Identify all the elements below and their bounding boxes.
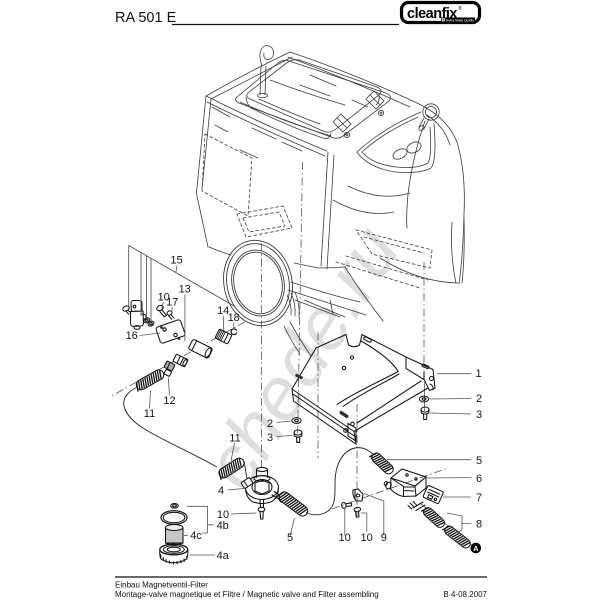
svg-text:14: 14 xyxy=(217,305,229,317)
svg-text:11: 11 xyxy=(229,433,240,445)
svg-text:4: 4 xyxy=(218,485,224,497)
svg-text:10: 10 xyxy=(217,509,229,521)
svg-text:4a: 4a xyxy=(217,550,230,562)
svg-text:6: 6 xyxy=(476,473,482,485)
svg-text:12: 12 xyxy=(163,395,175,407)
svg-text:2: 2 xyxy=(476,393,482,405)
svg-text:Swiss Made Quality: Swiss Made Quality xyxy=(446,19,474,23)
svg-text:4c: 4c xyxy=(190,530,202,542)
svg-text:A: A xyxy=(473,544,479,553)
svg-text:5: 5 xyxy=(476,455,482,467)
svg-text:8: 8 xyxy=(476,519,482,531)
svg-text:15: 15 xyxy=(170,255,182,267)
svg-text:1: 1 xyxy=(475,368,481,380)
svg-text:RA 501 E: RA 501 E xyxy=(115,10,177,26)
svg-text:3: 3 xyxy=(267,432,273,444)
svg-text:Einbau Magnetventil-Filter: Einbau Magnetventil-Filter xyxy=(115,581,208,590)
svg-text:2: 2 xyxy=(267,418,273,430)
svg-text:16: 16 xyxy=(126,330,138,342)
svg-text:10: 10 xyxy=(338,532,350,544)
svg-text:Montage-valve magnetique et Fi: Montage-valve magnetique et Filtre / Mag… xyxy=(115,590,379,599)
svg-text:4b: 4b xyxy=(217,520,229,532)
svg-text:5: 5 xyxy=(287,532,293,544)
svg-text:10: 10 xyxy=(158,291,170,303)
svg-text:7: 7 xyxy=(476,492,482,504)
svg-text:9: 9 xyxy=(381,532,387,544)
svg-text:B 4-08.2007: B 4-08.2007 xyxy=(443,590,487,599)
svg-text:10: 10 xyxy=(360,532,372,544)
svg-text:®: ® xyxy=(458,5,462,12)
svg-text:3: 3 xyxy=(476,409,482,421)
svg-text:18: 18 xyxy=(228,312,240,324)
svg-text:11: 11 xyxy=(144,408,155,420)
svg-text:13: 13 xyxy=(179,284,191,296)
svg-text:17: 17 xyxy=(166,297,178,309)
